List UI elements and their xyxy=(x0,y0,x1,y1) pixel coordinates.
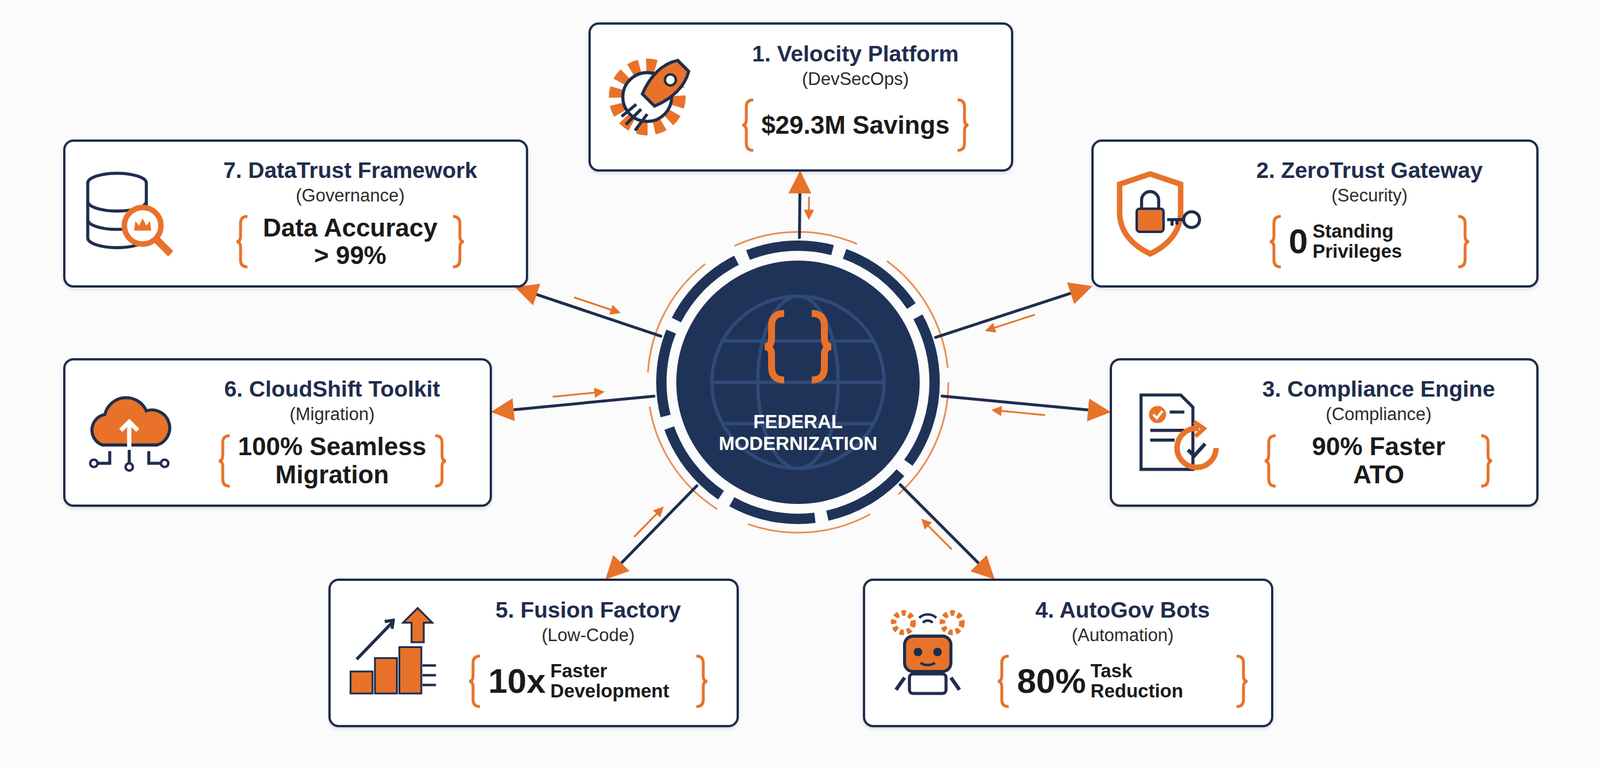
connector-arrow xyxy=(609,485,697,576)
module-icon xyxy=(604,48,703,146)
metric-row: 0Standing Privileges xyxy=(1268,214,1471,270)
metric-row: 90% Faster ATO xyxy=(1263,432,1494,489)
module-category: (Migration) xyxy=(289,404,375,425)
left-brace xyxy=(1268,214,1284,270)
left-brace xyxy=(740,97,756,153)
module-box: 3. Compliance Engine(Compliance) 90% Fast… xyxy=(1109,358,1539,507)
connector-arrow xyxy=(935,288,1088,338)
left-brace xyxy=(467,653,483,710)
module-box: 1. Velocity Platform(DevSecOps) $29.3M Sa… xyxy=(588,22,1014,172)
return-arrow xyxy=(574,297,618,312)
metric-label: Faster Development xyxy=(550,661,689,701)
left-brace xyxy=(996,653,1011,710)
right-brace xyxy=(432,433,448,489)
metric-label: Task Reduction xyxy=(1090,661,1229,701)
hub-circle: FEDERAL MODERNIZATION xyxy=(676,260,920,505)
module-category: (Governance) xyxy=(295,185,405,207)
module-title: 2. ZeroTrust Gateway xyxy=(1256,157,1483,184)
right-brace xyxy=(450,214,466,270)
metric-label: Standing Privileges xyxy=(1312,221,1451,262)
module-icon xyxy=(1125,384,1224,482)
metric-value: 90% Faster ATO xyxy=(1283,432,1474,489)
right-brace xyxy=(694,653,710,710)
metric-value: 100% Seamless Migration xyxy=(237,432,428,489)
return-arrow xyxy=(923,521,952,550)
text-column: 6. CloudShift Toolkit(Migration) 100% Sea… xyxy=(217,376,448,489)
left-brace xyxy=(234,214,250,270)
module-box: 5. Fusion Factory(Low-Code) 10xFaster Dev… xyxy=(328,578,739,728)
text-column: 7. DataTrust Framework(Governance) Data A… xyxy=(223,157,478,270)
connector-arrow xyxy=(942,396,1106,412)
return-arrow xyxy=(994,410,1046,416)
text-column: 1. Velocity Platform(DevSecOps) $29.3M Sa… xyxy=(740,41,971,153)
text-column: 2. ZeroTrust Gateway(Security) 0Standing … xyxy=(1256,157,1483,270)
module-category: (Security) xyxy=(1331,185,1408,207)
metric-value: 80% xyxy=(1016,662,1086,701)
connector-arrow xyxy=(520,289,662,337)
connector-arrow xyxy=(799,176,801,238)
metric-value: $29.3M Savings xyxy=(761,111,950,139)
module-title: 7. DataTrust Framework xyxy=(223,157,478,184)
module-icon xyxy=(344,604,443,703)
metric-row: $29.3M Savings xyxy=(740,97,971,153)
left-brace xyxy=(1263,433,1278,489)
connector-arrow xyxy=(496,396,654,412)
metric-row: 80%Task Reduction xyxy=(996,653,1249,710)
text-column: 5. Fusion Factory(Low-Code) 10xFaster Dev… xyxy=(467,597,709,710)
hub-segment-ring xyxy=(661,245,935,519)
module-title: 4. AutoGov Bots xyxy=(1035,597,1210,623)
metric-value: Data Accuracy > 99% xyxy=(255,214,445,270)
right-brace xyxy=(1478,433,1494,489)
metric-row: 100% Seamless Migration xyxy=(217,432,448,489)
right-brace xyxy=(1234,653,1250,710)
module-icon xyxy=(1107,164,1206,263)
return-arrow xyxy=(552,392,602,397)
return-arrow xyxy=(807,196,810,218)
module-title: 6. CloudShift Toolkit xyxy=(223,376,440,402)
hub-emblem xyxy=(676,260,920,505)
return-arrow xyxy=(634,509,662,538)
module-icon xyxy=(79,164,177,263)
module-box: 7. DataTrust Framework(Governance) Data A… xyxy=(63,139,529,288)
module-title: 1. Velocity Platform xyxy=(752,41,959,67)
module-box: 6. CloudShift Toolkit(Migration) 100% Sea… xyxy=(63,358,492,507)
module-category: (Automation) xyxy=(1071,625,1174,646)
module-category: (Low-Code) xyxy=(541,625,635,646)
metric-row: 10xFaster Development xyxy=(467,653,709,710)
module-title: 3. Compliance Engine xyxy=(1262,376,1495,402)
right-brace xyxy=(955,97,971,153)
right-brace xyxy=(1455,214,1471,270)
module-icon xyxy=(878,604,977,703)
module-category: (Compliance) xyxy=(1325,404,1432,425)
module-box: 4. AutoGov Bots(Automation) 80%Task Reduc… xyxy=(862,578,1274,728)
hub-label: FEDERAL MODERNIZATION xyxy=(706,411,890,455)
module-icon xyxy=(79,384,177,482)
module-box: 2. ZeroTrust Gateway(Security) 0Standing … xyxy=(1091,139,1539,288)
return-arrow xyxy=(988,314,1035,331)
text-column: 4. AutoGov Bots(Automation) 80%Task Reduc… xyxy=(996,597,1249,710)
text-column: 3. Compliance Engine(Compliance) 90% Fast… xyxy=(1262,376,1495,489)
module-title: 5. Fusion Factory xyxy=(495,597,681,623)
metric-value: 10x xyxy=(487,662,546,701)
connector-arrow xyxy=(900,484,991,576)
metric-row: Data Accuracy > 99% xyxy=(234,214,466,270)
metric-value: 0 xyxy=(1288,222,1308,261)
module-category: (DevSecOps) xyxy=(802,68,909,90)
left-brace xyxy=(217,433,232,489)
